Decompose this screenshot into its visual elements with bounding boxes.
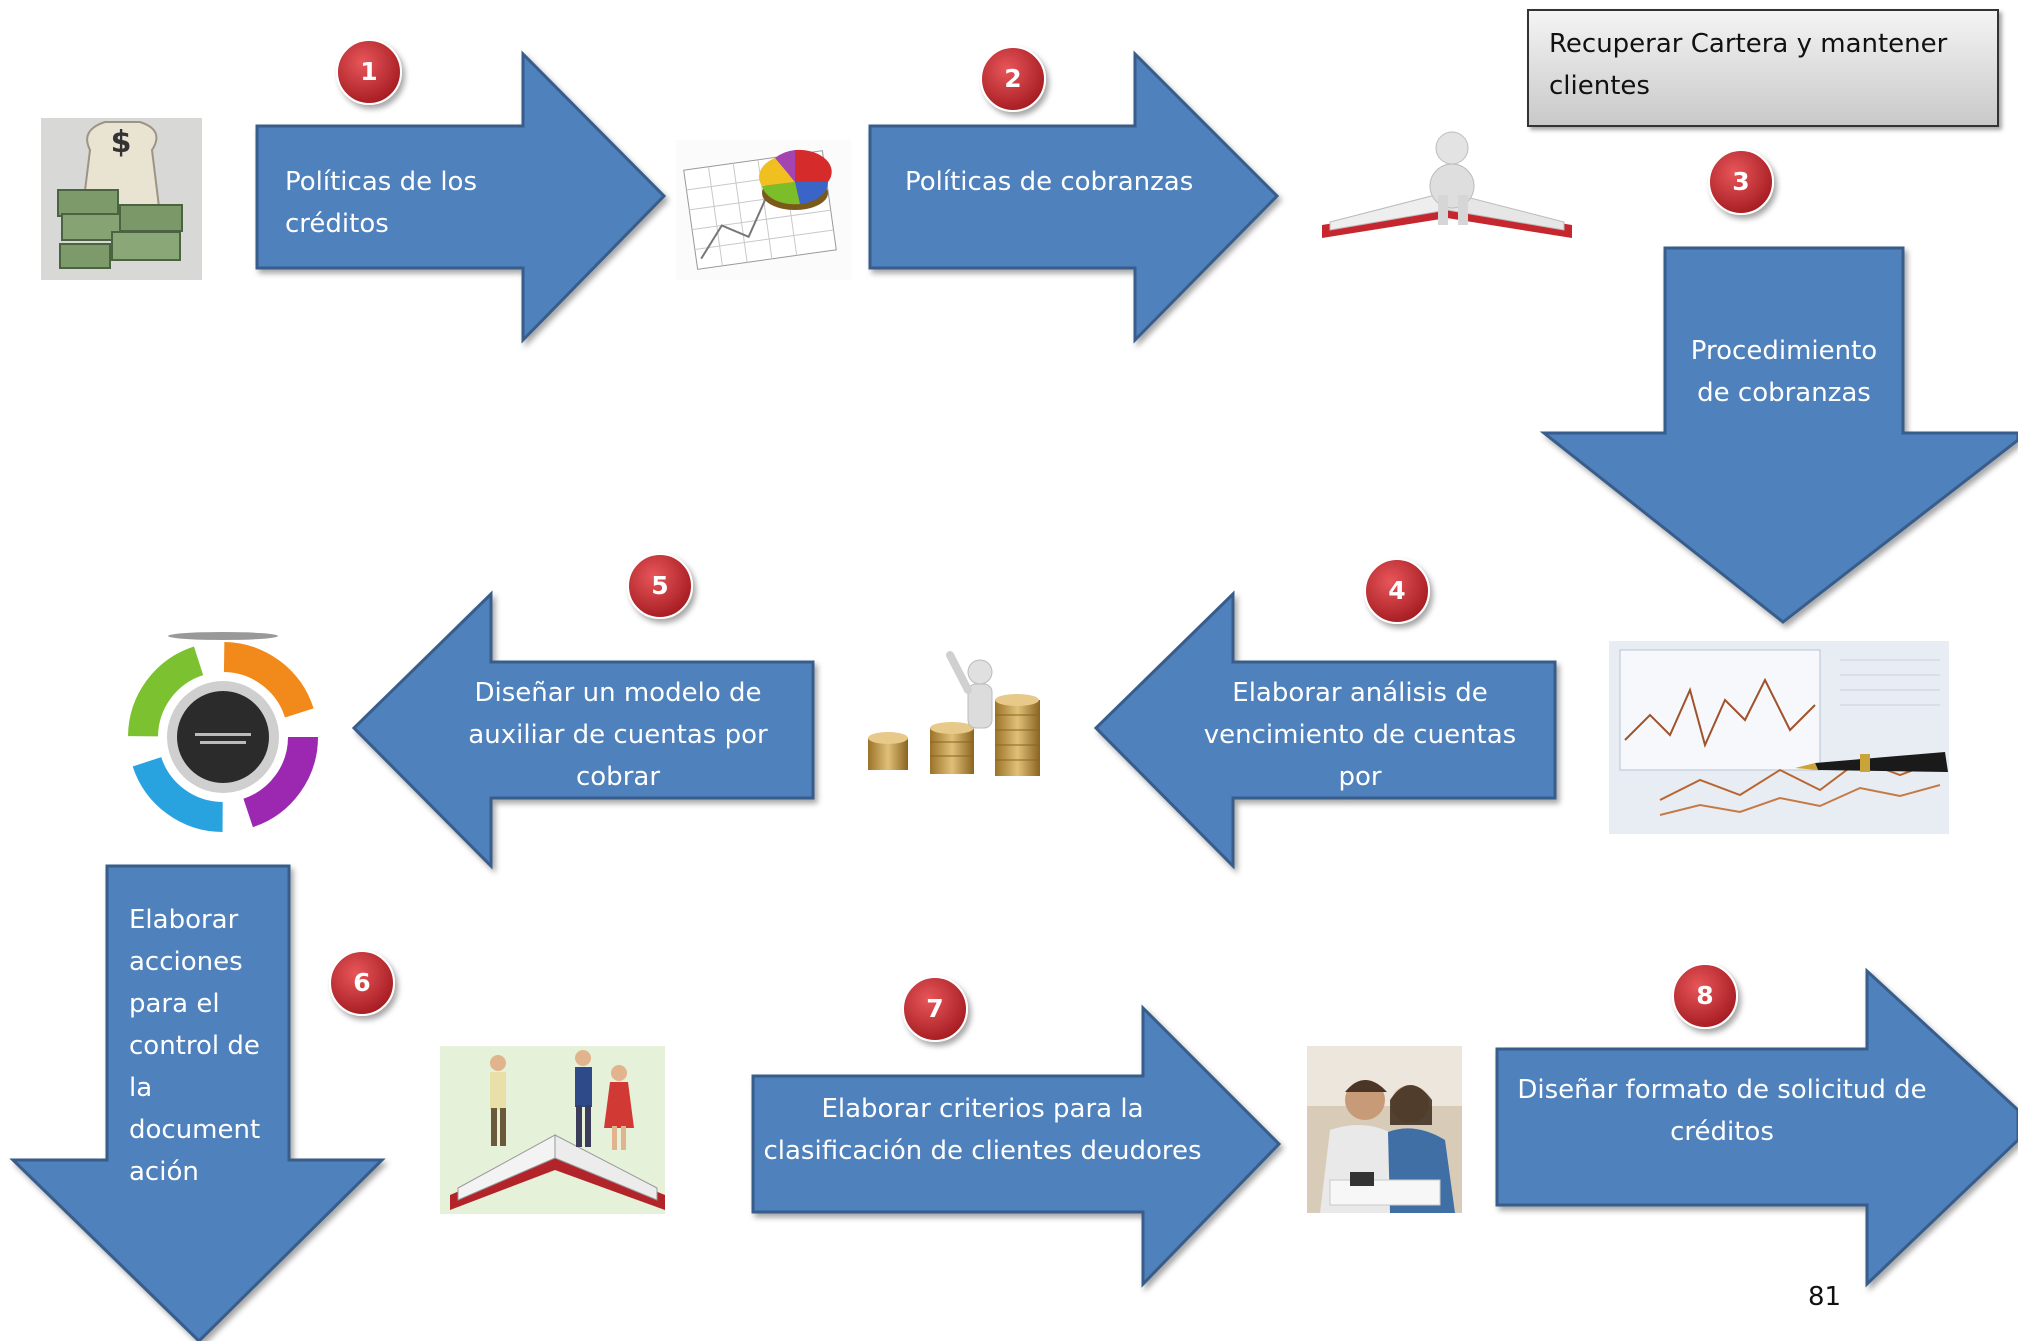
step-6-label: Elaborar acciones para el control de la … — [129, 899, 289, 1193]
step-4-line-1: Elaborar análisis de — [1232, 678, 1488, 708]
badge-number-2: 2 — [1004, 64, 1022, 93]
badge-8 — [1672, 963, 1738, 1029]
goal-callout: Recuperar Cartera y mantener clientes — [1527, 9, 1999, 127]
svg-text:$: $ — [111, 125, 132, 160]
step-8-label: Diseñar formato de solicitud de créditos — [1497, 1069, 1947, 1153]
arrow-step-2 — [868, 50, 1280, 344]
badge-number-5: 5 — [651, 571, 669, 600]
step-7-line-2: clasificación de clientes deudores — [763, 1136, 1202, 1166]
coin-stacks-icon — [851, 645, 1051, 785]
cycle-wheel-icon — [128, 632, 318, 832]
step-1-label: Políticas de los créditos — [285, 167, 478, 239]
money-bag-icon: $ — [41, 118, 202, 280]
badge-3 — [1708, 149, 1774, 215]
step-5-line-1: Diseñar un modelo de — [474, 678, 762, 708]
page-number: 81 — [1808, 1282, 1842, 1312]
step-6-line-4: control de — [129, 1031, 260, 1061]
badge-7 — [902, 976, 968, 1042]
reading-figure-icon — [1307, 125, 1587, 265]
arrow-step-6 — [9, 864, 386, 1341]
badge-number-1: 1 — [360, 57, 378, 86]
badge-number-8: 8 — [1696, 981, 1714, 1010]
book-people-icon — [440, 1046, 665, 1214]
step-8-line-1: Diseñar formato de solicitud de — [1517, 1075, 1927, 1105]
pie-chart-icon — [676, 140, 851, 280]
badge-number-3: 3 — [1732, 167, 1750, 196]
line-chart-icon — [1609, 641, 1949, 834]
step-6-line-7: ación — [129, 1157, 199, 1187]
arrow-step-5 — [351, 590, 815, 870]
step-6-line-2: acciones — [129, 947, 243, 977]
badge-1 — [336, 39, 402, 105]
step-4-label: Elaborar análisis de vencimiento de cuen… — [1180, 672, 1540, 840]
arrow-step-7 — [751, 1004, 1282, 1288]
step-7-line-1: Elaborar criterios para la — [821, 1094, 1144, 1124]
step-4-line-2: vencimiento de cuentas por — [1203, 720, 1517, 792]
step-4-line-3: cobrar — [1317, 804, 1403, 834]
badge-number-7: 7 — [926, 994, 944, 1023]
step-8-line-2: créditos — [1670, 1117, 1774, 1147]
step-6-line-6: document — [129, 1115, 261, 1145]
step-7-label: Elaborar criterios para la clasificación… — [760, 1088, 1205, 1172]
step-3-line-1: Procedimiento — [1690, 336, 1878, 366]
step-5-line-3: cobrar — [575, 762, 661, 792]
step-6-line-3: para el — [129, 989, 220, 1019]
badge-2 — [980, 46, 1046, 112]
arrow-step-4 — [1093, 590, 1557, 870]
step-6-line-5: la — [129, 1073, 153, 1103]
step-5-line-2: auxiliar de cuentas por — [468, 720, 768, 750]
step-3-line-2: de cobranzas — [1697, 378, 1871, 408]
arrow-step-1 — [255, 50, 667, 344]
step-2-label: Políticas de cobranzas — [905, 167, 1194, 197]
family-photo-icon — [1307, 1046, 1462, 1213]
arrow-step-8 — [1495, 967, 2018, 1288]
arrow-step-3 — [1539, 246, 2018, 624]
step-6-line-1: Elaborar — [129, 905, 239, 935]
badge-number-4: 4 — [1388, 576, 1406, 605]
badge-5 — [627, 553, 693, 619]
badge-number-6: 6 — [353, 968, 371, 997]
step-3-label: Procedimiento de cobranzas — [1665, 330, 1903, 414]
step-5-label: Diseñar un modelo de auxiliar de cuentas… — [458, 672, 778, 798]
badge-4 — [1364, 558, 1430, 624]
badge-6 — [329, 950, 395, 1016]
